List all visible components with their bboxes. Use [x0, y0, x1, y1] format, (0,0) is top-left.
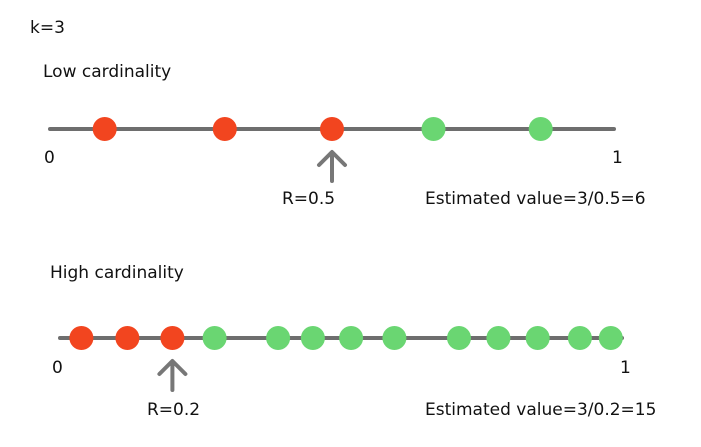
- high-point-7: [339, 326, 364, 350]
- high-point-13: [598, 326, 623, 350]
- high-cardinality-title: High cardinality: [50, 263, 184, 283]
- high-point-3-selected: [160, 326, 185, 350]
- high-axis-end-label: 1: [620, 358, 631, 378]
- low-point-1-selected: [92, 117, 117, 141]
- low-point-3-selected: [320, 117, 344, 141]
- high-point-1-selected: [69, 326, 94, 350]
- high-point-9: [447, 326, 471, 350]
- low-axis-end-label: 1: [612, 148, 623, 168]
- high-point-11: [525, 326, 550, 350]
- low-point-2-selected: [212, 117, 237, 141]
- low-point-5: [528, 117, 553, 141]
- k-label: k=3: [30, 18, 65, 38]
- high-r-label: R=0.2: [147, 400, 201, 420]
- low-point-4: [421, 117, 446, 141]
- low-axis-start-label: 0: [44, 148, 55, 168]
- high-point-5: [266, 326, 291, 350]
- low-r-label: R=0.5: [282, 189, 336, 209]
- high-point-10: [486, 326, 511, 350]
- high-point-4: [202, 326, 227, 350]
- high-axis-start-label: 0: [52, 358, 63, 378]
- low-cardinality-title: Low cardinality: [43, 62, 172, 82]
- high-estimate-label: Estimated value=3/0.2=15: [425, 400, 657, 420]
- high-r-arrow: [157, 359, 188, 392]
- high-point-8: [382, 326, 407, 350]
- low-r-arrow: [317, 150, 347, 183]
- high-point-2-selected: [115, 326, 140, 350]
- high-point-6: [300, 326, 325, 350]
- low-estimate-label: Estimated value=3/0.5=6: [425, 189, 646, 209]
- high-point-12: [567, 326, 592, 350]
